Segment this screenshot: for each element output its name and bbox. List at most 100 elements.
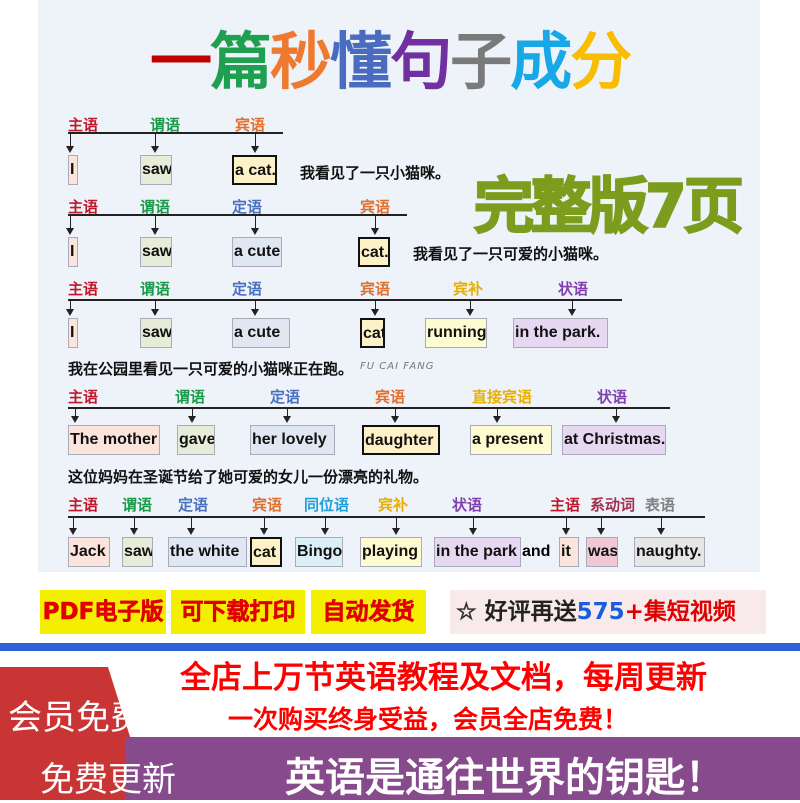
arrow-down-icon	[130, 518, 138, 535]
watermark-text: FU CAI FANG	[360, 361, 435, 372]
role-label: 谓语	[175, 388, 206, 406]
word-box: cat	[360, 318, 385, 348]
title-char: 懂	[330, 25, 392, 98]
role-label: 定语	[232, 280, 263, 298]
arrow-down-icon	[562, 518, 570, 535]
badge-pdf: PDF电子版	[40, 590, 166, 634]
arrow-down-icon	[251, 216, 259, 235]
arrow-down-icon	[187, 518, 195, 535]
role-label: 宾语	[360, 198, 391, 216]
word-box: cat	[250, 537, 282, 567]
word-box: a cute	[232, 237, 282, 267]
bonus-suffix: +集短视频	[624, 599, 736, 625]
arrow-down-icon	[371, 216, 379, 235]
role-label: 谓语	[140, 198, 171, 216]
arrow-down-icon	[283, 409, 291, 423]
word-box: daughter	[362, 425, 440, 455]
role-label: 谓语	[122, 496, 153, 514]
title-char: 分	[570, 25, 632, 98]
chinese-translation: 我看见了一只小猫咪。	[300, 164, 451, 182]
word-box: I	[68, 318, 78, 348]
role-label: 直接宾语	[472, 388, 533, 406]
word-box: at Christmas.	[562, 425, 666, 455]
slogan-text: 英语是通往世界的钥匙！	[285, 755, 725, 801]
arrow-down-icon	[657, 518, 665, 535]
role-label: 状语	[597, 388, 628, 406]
arrow-down-icon	[188, 409, 196, 423]
diagram-line	[68, 214, 407, 216]
member-free-text: 会员免费	[8, 698, 144, 738]
arrow-down-icon	[371, 301, 379, 316]
role-label: 状语	[558, 280, 589, 298]
conjunction-text: and	[522, 543, 551, 560]
word-box: saw	[122, 537, 153, 567]
word-box: saw	[140, 318, 172, 348]
word-box: playing	[360, 537, 422, 567]
role-label: 宾补	[453, 280, 484, 298]
word-box: saw	[140, 237, 172, 267]
full-version-label: 完整版7页	[473, 171, 745, 243]
arrow-down-icon	[151, 301, 159, 316]
arrow-down-icon	[469, 518, 477, 535]
role-label: 宾语	[252, 496, 283, 514]
arrow-down-icon	[493, 409, 501, 423]
free-update-text: 免费更新	[40, 760, 176, 800]
arrow-down-icon	[568, 301, 576, 316]
role-label: 宾语	[375, 388, 406, 406]
role-label: 宾语	[235, 116, 266, 134]
arrow-down-icon	[251, 301, 259, 316]
role-label: 主语	[68, 496, 99, 514]
role-label: 定语	[270, 388, 301, 406]
diagram-line	[68, 299, 622, 301]
diagram-line	[68, 407, 670, 409]
role-label: 主语	[68, 388, 99, 406]
word-box: a cat.	[232, 155, 277, 185]
arrow-down-icon	[151, 216, 159, 235]
role-label: 主语	[550, 496, 581, 514]
word-box: gave	[177, 425, 215, 455]
title-char: 子	[450, 25, 512, 98]
word-box: The mother	[68, 425, 160, 455]
chinese-translation: 我在公园里看见一只可爱的小猫咪正在跑。	[68, 360, 354, 378]
word-box: was	[586, 537, 618, 567]
word-box: saw	[140, 155, 172, 185]
word-box: in the park.	[513, 318, 608, 348]
role-label: 谓语	[150, 116, 181, 134]
chinese-translation: 我看见了一只可爱的小猫咪。	[413, 245, 609, 263]
word-box: a present	[470, 425, 552, 455]
divider	[0, 643, 800, 651]
slogan-banner	[125, 737, 800, 800]
role-label: 宾补	[378, 496, 409, 514]
word-box: naughty.	[634, 537, 705, 567]
word-box: Bingo	[295, 537, 343, 567]
lesson-panel	[38, 0, 760, 572]
word-box: running	[425, 318, 487, 348]
bonus-prefix: 好评再送	[484, 599, 577, 625]
role-label: 定语	[232, 198, 263, 216]
page-title: 一篇秒懂句子成分	[150, 22, 632, 102]
role-label: 谓语	[140, 280, 171, 298]
role-label: 主语	[68, 198, 99, 216]
role-label: 宾语	[360, 280, 391, 298]
arrow-down-icon	[612, 409, 620, 423]
role-label: 主语	[68, 280, 99, 298]
star-icon: ☆	[456, 599, 478, 626]
arrow-down-icon	[69, 518, 77, 535]
arrow-down-icon	[260, 518, 268, 535]
arrow-down-icon	[466, 301, 474, 316]
role-label: 同位语	[304, 496, 350, 514]
word-box: a cute	[232, 318, 290, 348]
word-box: it	[559, 537, 579, 567]
word-box: I	[68, 237, 78, 267]
role-label: 定语	[178, 496, 209, 514]
arrow-down-icon	[66, 301, 74, 316]
word-box: her lovely	[250, 425, 335, 455]
diagram-line	[68, 132, 283, 134]
arrow-down-icon	[66, 216, 74, 235]
diagram-line	[68, 516, 705, 518]
title-char: 句	[390, 25, 452, 98]
badge-printable: 可下载打印	[171, 590, 305, 634]
word-box: in the park	[434, 537, 521, 567]
arrow-down-icon	[71, 409, 79, 423]
bonus-number: 575	[576, 599, 625, 625]
